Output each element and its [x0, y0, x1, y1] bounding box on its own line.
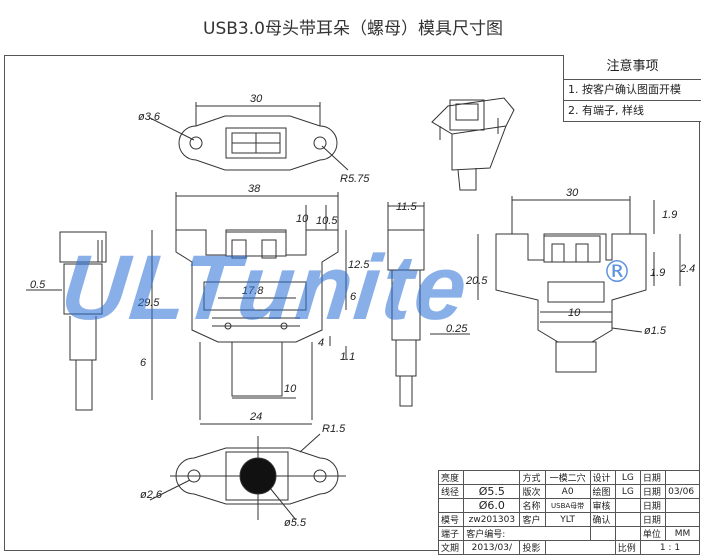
- dim-top-radius: R5.75: [340, 173, 370, 185]
- dim-bottom-r1-5: R1.5: [322, 423, 346, 435]
- front-view: [151, 192, 347, 425]
- tb-cell: 端子: [437, 526, 465, 541]
- tb-cell: USBA母带: [544, 498, 591, 513]
- tb-cell: 客户: [519, 512, 546, 527]
- dim-left-0-5: 0.5: [30, 279, 46, 291]
- dim-right-1-9a: 1.9: [662, 209, 677, 221]
- dim-bottom-2-6: ø2.6: [140, 489, 163, 501]
- dim-front-17-8: 17.8: [242, 285, 264, 297]
- left-side-view: [26, 231, 107, 411]
- dim-front-width: 38: [248, 183, 261, 195]
- tb-cell: 2013/03/: [463, 540, 521, 555]
- tb-cell: MM: [665, 526, 700, 541]
- tb-cell: 日期: [639, 484, 667, 499]
- drawing-title: USB3.0母头带耳朵（螺母）模具尺寸图: [203, 19, 503, 39]
- tb-cell: 比例: [614, 540, 641, 555]
- tb-cell: [463, 470, 521, 485]
- drawing-frame: [4, 55, 700, 551]
- dim-front-12-5: 12.5: [348, 259, 370, 271]
- tb-cell: [665, 470, 700, 485]
- tb-cell: 日期: [639, 498, 667, 513]
- tb-cell: YLT: [544, 512, 591, 527]
- dim-front-29-5: 29.5: [137, 297, 160, 309]
- dim-side-20-5: 20.5: [465, 275, 488, 287]
- tb-cell: [614, 512, 641, 527]
- tb-cell: 设计: [589, 470, 616, 485]
- tb-cell: [665, 498, 700, 513]
- tb-cell: 客户编号:: [463, 526, 591, 541]
- dim-front-10: 10: [296, 213, 309, 225]
- dim-right-2-4: 2.4: [679, 263, 695, 275]
- tb-cell: [437, 498, 465, 513]
- tb-cell: Ø5.5: [463, 484, 521, 499]
- tb-cell: 模号: [437, 512, 465, 527]
- tb-cell: 文期: [437, 540, 465, 555]
- title-block-row: 端子 客户编号: 单位 MM: [437, 526, 700, 541]
- dim-front-6b: 6: [140, 357, 147, 369]
- dim-right-1-9b: 1.9: [650, 267, 665, 279]
- notes-heading: 注意事项: [564, 55, 701, 80]
- tb-cell: 03/06: [665, 484, 700, 499]
- dim-side-11-5: 11.5: [396, 201, 417, 213]
- title-block-row: 模号 zw201303 客户 YLT 确认 日期: [437, 512, 700, 527]
- dim-top-width: 30: [250, 93, 263, 105]
- isometric-view: [431, 97, 515, 191]
- dim-top-hole: ø3.6: [138, 111, 161, 123]
- tb-cell: A0: [544, 484, 591, 499]
- tb-cell: [589, 526, 616, 541]
- dim-front-10-5: 10.5: [316, 215, 338, 227]
- tb-cell: 日期: [639, 512, 667, 527]
- dim-side-0-25: 0.25: [446, 323, 468, 335]
- side-view: [387, 202, 470, 407]
- registered-mark: ®: [602, 255, 632, 290]
- title-block-row: 线径 Ø5.5 版次 A0 绘图 LG 日期 03/06: [437, 484, 700, 499]
- tb-cell: [665, 512, 700, 527]
- dim-right-10: 10: [568, 307, 581, 319]
- tb-cell: 一模二穴: [544, 470, 591, 485]
- tb-cell: 版次: [519, 484, 546, 499]
- dim-right-30: 30: [566, 187, 579, 199]
- tb-cell: 审核: [589, 498, 616, 513]
- top-view: [149, 102, 349, 171]
- tb-cell: 确认: [589, 512, 616, 527]
- title-block-row: Ø6.0 名称 USBA母带 审核 日期: [437, 498, 700, 513]
- dim-front-4: 4: [318, 337, 324, 349]
- tb-cell: 1 : 1: [639, 540, 701, 555]
- brand-watermark: ULTunite: [56, 237, 474, 339]
- tb-cell: 投影: [519, 540, 546, 555]
- tb-cell: [544, 540, 616, 555]
- tb-cell: 日期: [639, 470, 667, 485]
- tb-cell: 线径: [437, 484, 465, 499]
- tb-cell: [614, 526, 641, 541]
- tb-cell: Ø6.0: [463, 498, 521, 513]
- title-block-row: 亮度 方式 一模二穴 设计 LG 日期: [437, 470, 700, 485]
- tb-cell: LG: [614, 470, 641, 485]
- right-view: [477, 196, 681, 373]
- tb-cell: 亮度: [437, 470, 465, 485]
- tb-cell: 方式: [519, 470, 546, 485]
- dim-front-1-1: 1.1: [340, 351, 355, 363]
- notes-box: 注意事项 1. 按客户确认图面开模 2. 有端子, 样线: [563, 55, 701, 122]
- dim-right-1-5: ø1.5: [644, 325, 667, 337]
- title-block-row: 文期 2013/03/ 投影 比例 1 : 1: [437, 540, 701, 555]
- note-item: 2. 有端子, 样线: [568, 104, 644, 117]
- bottom-view: [149, 433, 346, 521]
- dim-bottom-5-5: ø5.5: [284, 517, 307, 529]
- title-block: 亮度 方式 一模二穴 设计 LG 日期 线径 Ø5.5 版次 A0 绘图 LG …: [437, 470, 701, 555]
- tb-cell: zw201303: [463, 512, 521, 527]
- bottom-view-nut: [239, 457, 277, 495]
- dim-front-6a: 6: [350, 291, 357, 303]
- tb-cell: LG: [614, 484, 641, 499]
- dim-front-24: 24: [249, 411, 262, 423]
- tb-cell: 单位: [639, 526, 667, 541]
- tb-cell: 绘图: [589, 484, 616, 499]
- dim-front-10b: 10: [284, 383, 297, 395]
- tb-cell: [614, 498, 641, 513]
- tb-cell: 名称: [519, 498, 546, 513]
- note-item: 1. 按客户确认图面开模: [564, 80, 701, 101]
